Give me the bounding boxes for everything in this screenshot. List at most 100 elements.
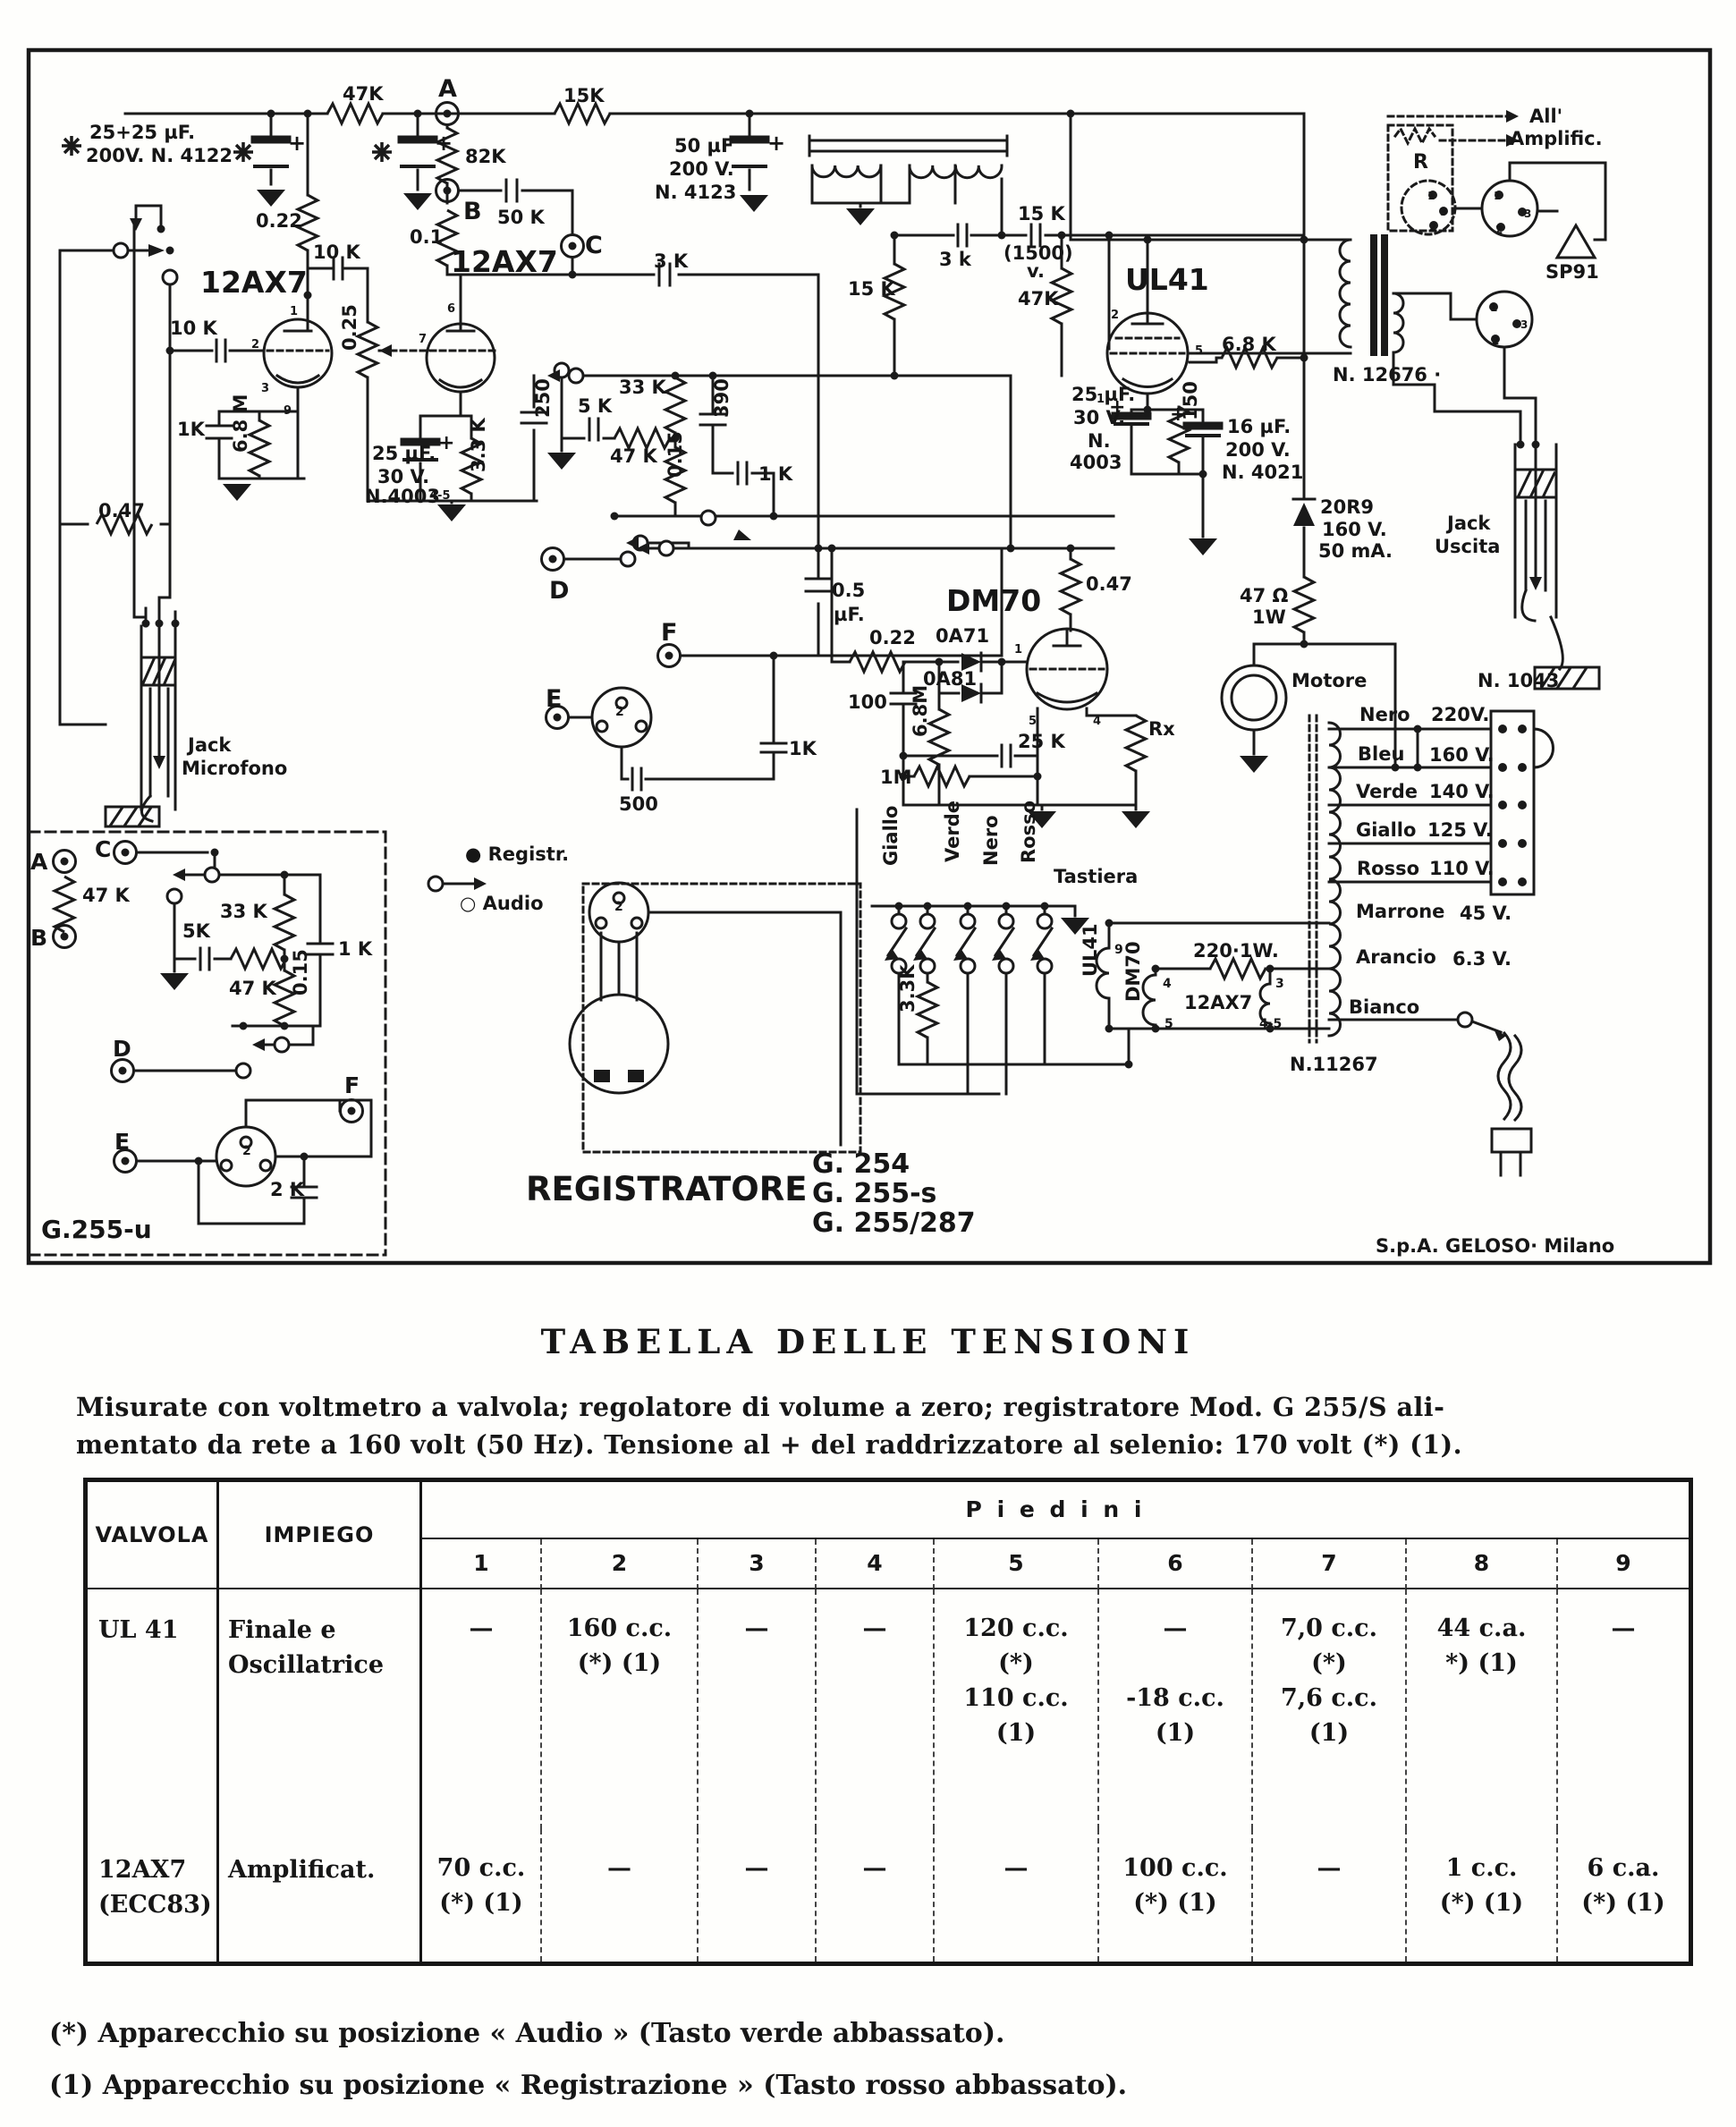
tube-internals — [266, 313, 1186, 704]
schematic-label: 150 — [1180, 381, 1201, 420]
motor — [1220, 664, 1288, 732]
schematic-label: 1W — [1252, 606, 1286, 628]
schematic-label: F — [661, 619, 677, 647]
schematic-label: 4 — [1093, 715, 1101, 728]
schematic-label: 1M — [880, 767, 912, 788]
schematic-label: + — [288, 131, 306, 156]
schematic-label: 4003 — [1070, 452, 1122, 473]
hatch-blocks — [104, 468, 1601, 828]
schematic-label: 50 mA. — [1318, 540, 1393, 562]
schematic-border — [26, 47, 1713, 1266]
footnote-audio: (*) Apparecchio su posizione « Audio » (… — [49, 2018, 1005, 2049]
schematic-label: 3 — [1520, 318, 1528, 331]
schematic-label: 1K — [789, 738, 817, 759]
table-cell: 7,0 c.c. (*) 7,6 c.c. (1) — [1251, 1589, 1405, 1829]
schematic-label: 0.5 — [832, 580, 865, 601]
table-cell: — — [697, 1589, 815, 1829]
schematic-label: 25+25 µF. — [89, 122, 195, 143]
schematic-label: Verde — [1356, 781, 1418, 802]
footnote-registrazione: (1) Apparecchio su posizione « Registraz… — [49, 2070, 1128, 2101]
schematic-label: N. 4123 — [655, 182, 736, 203]
schematic-label: UL41 — [1080, 923, 1101, 977]
dashed-wires — [28, 114, 1510, 1257]
schematic-label: S.p.A. GELOSO· Milano — [1376, 1235, 1614, 1257]
schematic-label: 3.3 K — [468, 417, 489, 472]
voltage-table: VALVOLA IMPIEGO P i e d i n i 1 2 3 4 5 … — [83, 1478, 1693, 1966]
pin-header: 6 — [1097, 1539, 1251, 1589]
schematic-label: Uscita — [1435, 536, 1500, 557]
schematic-label: N.4003 — [365, 486, 440, 507]
schematic-label: + — [1170, 403, 1186, 426]
col-header-impiego: IMPIEGO — [219, 1482, 422, 1589]
schematic-label: 100 — [848, 691, 887, 713]
table-cell: 6 c.a. (*) (1) — [1556, 1829, 1689, 1962]
schematic-label: Marrone — [1356, 901, 1444, 922]
schematic-label: A — [30, 849, 48, 875]
pin-header: 7 — [1251, 1539, 1405, 1589]
schematic-label: 9 — [1114, 943, 1123, 957]
table-cell: — — [815, 1589, 933, 1829]
schematic-label: 140 V. — [1429, 781, 1495, 802]
schematic-label: 3 — [1440, 206, 1447, 218]
schematic-label: 30 V. — [1073, 407, 1125, 428]
schematic-label: 0.15 — [665, 431, 686, 478]
selenium-rectifier — [1293, 503, 1315, 526]
schematic-label: 0.47 — [98, 500, 145, 521]
arrowheads — [130, 110, 1542, 1051]
col-header-piedini: P i e d i n i — [422, 1482, 1689, 1539]
din-sockets-and-head — [215, 686, 670, 1188]
terminals — [52, 101, 682, 1174]
schematic-label: 2 — [615, 705, 624, 719]
schematic-label: 3.3K — [897, 964, 919, 1013]
capacitors — [199, 135, 1224, 1199]
schematic-label: 50 K — [497, 207, 546, 228]
schematic-label: N. 12676 · — [1333, 364, 1441, 386]
schematic-label: Jack — [186, 734, 232, 756]
schematic-label: 4-5 — [429, 489, 451, 503]
schematic-label: 125 V. — [1427, 819, 1493, 841]
schematic-label: 33 K — [220, 901, 268, 922]
schematic-label: D — [549, 577, 569, 605]
schematic-label: 110 V. — [1429, 858, 1495, 879]
schematic-label: 6.8M — [910, 685, 931, 737]
tape-head — [568, 993, 670, 1095]
schematic-label: N.11267 — [1290, 1054, 1378, 1075]
schematic-label: G. 255/287 — [812, 1208, 976, 1239]
schematic-label: 4-5 — [1259, 1017, 1282, 1031]
pin-header: 9 — [1556, 1539, 1689, 1589]
schematic-label: 10 K — [170, 318, 218, 339]
schematic-label: 390 — [711, 378, 733, 418]
schematic-label: + — [767, 131, 785, 156]
schematic-label: UL41 — [1125, 262, 1209, 297]
table-cell: — — [1556, 1589, 1689, 1829]
schematic-label: ○ Audio — [460, 893, 544, 914]
schematic-label: 1K — [177, 419, 206, 440]
schematic-label: 3 — [261, 382, 269, 395]
table-cell: 100 c.c. (*) (1) — [1097, 1829, 1251, 1962]
tube-dm70 — [1025, 627, 1109, 711]
tube-12ax7-b — [425, 322, 496, 394]
schematic-label: Bianco — [1349, 996, 1419, 1018]
schematic-label: B — [463, 198, 482, 225]
schematic-label: (1500) — [1003, 242, 1073, 264]
schematic-label: 2 — [1495, 224, 1503, 236]
schematic-label: 1 K — [338, 938, 373, 960]
schematic-label: 47K — [343, 83, 384, 105]
schematic-label: 200V. N. 4122 — [86, 145, 233, 166]
schematic-label: 200 V. — [1225, 439, 1291, 461]
schematic-label: F — [344, 1072, 360, 1098]
schematic-label: 200 V. — [669, 158, 734, 180]
schematic-label: + — [1109, 396, 1125, 419]
table-cell: — -18 c.c. (1) — [1097, 1589, 1251, 1829]
schematic-label: 47 K — [610, 445, 658, 467]
schematic-label: 160 V. — [1322, 519, 1387, 540]
schematic-label: REGISTRATORE — [526, 1170, 808, 1208]
schematic-label: C — [585, 232, 603, 259]
schematic-label: Rosso — [1018, 801, 1039, 863]
schematic-label: 12AX7 — [451, 244, 558, 279]
schematic-label: 0.15 — [290, 949, 311, 996]
schematic-label: E — [546, 685, 562, 713]
schematic-label: 5 — [1164, 1017, 1173, 1031]
row-valvola: 12AX7 (ECC83) — [88, 1829, 219, 1962]
schematic-label: v. — [1027, 260, 1045, 282]
